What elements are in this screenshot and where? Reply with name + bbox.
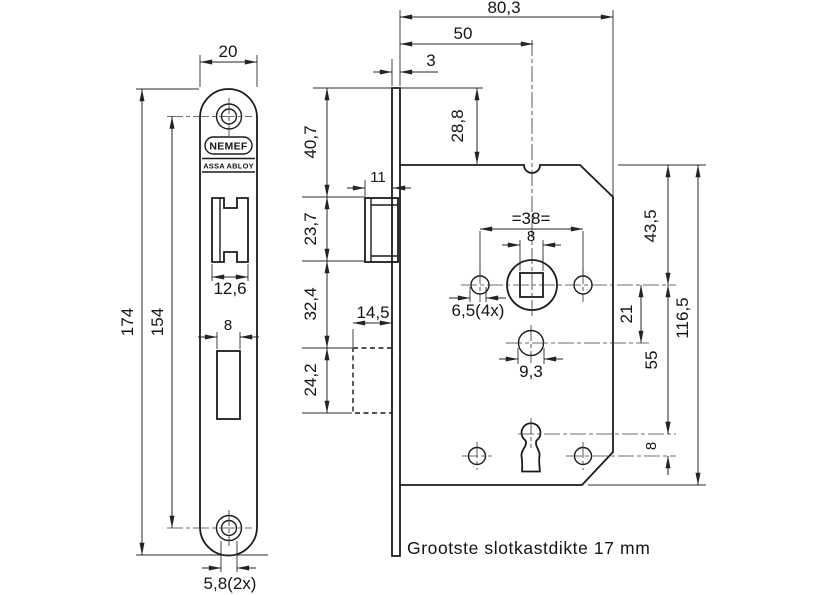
dim-mount-hole-dia: 6,5(4x) [449, 287, 506, 320]
dim-total-depth: 80,3 [399, 0, 614, 196]
dim-top-to-case: 28,8 [313, 87, 483, 165]
dim-label: 8 [527, 228, 535, 245]
assa-abloy-label: ASSA ABLOY [202, 157, 255, 173]
dim-label: 80,3 [487, 0, 520, 17]
dim-spindle-to-cylinder: 21 [617, 284, 644, 344]
dim-label: 9,3 [519, 362, 543, 381]
dim-spindle-size: 8 [502, 228, 561, 271]
dim-latch-cutout-width: 12,6 [211, 264, 249, 298]
dim-label: 11 [370, 169, 386, 186]
dim-label: 6,5(4x) [452, 301, 505, 320]
bolt-side-view [352, 347, 393, 414]
dim-label: 24,2 [301, 363, 320, 396]
centerlines [461, 40, 676, 470]
case-outline [399, 164, 614, 486]
latch-cutout [211, 197, 249, 263]
lock-case-view [352, 40, 676, 557]
drawing-note: Grootste slotkastdikte 17 mm [407, 538, 650, 558]
dim-label: 174 [118, 308, 137, 336]
dimensions-faceplate: 20 174 154 12,6 8 [118, 42, 268, 593]
dim-screw-hole-dia: 5,8(2x) [202, 541, 256, 593]
dim-label: 21 [617, 305, 636, 324]
dim-keyhole-to-screws: 8 [643, 415, 671, 475]
dim-top-to-spindle: 43,5 [618, 164, 706, 286]
dim-faceplate-thickness: 3 [373, 51, 438, 86]
dim-label: 20 [219, 42, 238, 61]
dim-case-height: 116,5 [588, 164, 706, 486]
latch-cutout-outline [211, 197, 249, 263]
faceplate-side-strip [391, 87, 401, 557]
top-screw-hole [167, 98, 252, 136]
dim-label: 55 [642, 351, 661, 370]
dim-label: 3 [426, 51, 435, 70]
dim-screw-distance: 154 [148, 116, 175, 529]
dim-hole-pitch: =38= [479, 209, 584, 276]
dim-latch-protrusion: 11 [347, 169, 411, 197]
brand-logo-text: NEMEF [209, 141, 248, 153]
dim-bolt-cutout-width: 8 [198, 317, 259, 349]
dim-label: 14,5 [356, 303, 389, 322]
faceplate-outline [199, 88, 258, 557]
dim-label: 50 [454, 24, 473, 43]
dim-backset: 50 [399, 24, 534, 47]
bolt-cutout [216, 350, 241, 420]
dim-label: 116,5 [673, 297, 692, 338]
dim-label: 23,7 [301, 212, 320, 245]
dim-label: =38= [512, 209, 551, 228]
dim-spindle-to-keyhole: 55 [642, 284, 671, 435]
dim-label: 32,4 [301, 287, 320, 320]
dim-label: 154 [148, 308, 167, 336]
dim-label: 5,8(2x) [204, 574, 257, 593]
dim-faceplate-width: 20 [199, 42, 258, 87]
subbrand-text: ASSA ABLOY [203, 162, 254, 171]
dim-label: 43,5 [641, 209, 660, 242]
dim-faceplate-height: 174 [118, 88, 268, 556]
dim-bolt-width: 14,5 [352, 303, 393, 347]
dim-cylinder-hole-dia: 9,3 [499, 348, 563, 381]
dim-label: 40,7 [301, 125, 320, 158]
latch-side-view [364, 197, 399, 263]
dim-label: 8 [224, 317, 232, 334]
dim-label: 8 [643, 442, 660, 450]
bottom-screw-hole [167, 510, 252, 546]
dim-chain-left: 40,7 23,7 32,4 24,2 [301, 87, 364, 414]
faceplate-front-view: NEMEF ASSA ABLOY [167, 88, 258, 557]
logo-border [204, 136, 253, 155]
nemef-logo: NEMEF [204, 136, 253, 155]
dim-label: 28,8 [448, 109, 467, 142]
dim-label: 12,6 [213, 279, 246, 298]
latch-body [364, 197, 399, 263]
dimensions-case: 80,3 50 3 28,8 40,7 23,7 [301, 0, 706, 486]
